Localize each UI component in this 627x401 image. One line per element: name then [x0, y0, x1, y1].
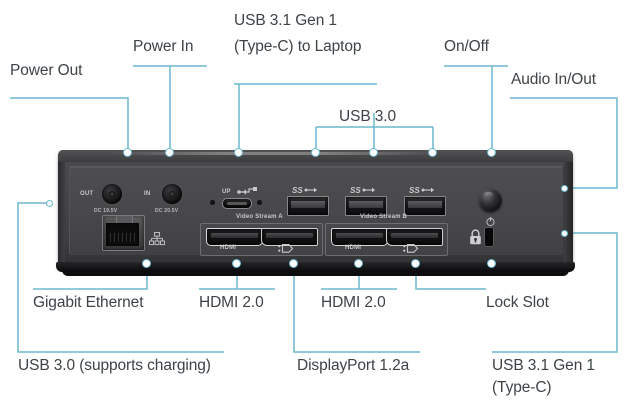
- callout-dot-on-off[interactable]: [487, 148, 496, 157]
- hdmi-a-label: HDMI: [220, 245, 237, 251]
- callout-dot-usb31-typec-laptop[interactable]: [234, 148, 243, 157]
- callout-label-lock-slot: Lock Slot: [486, 294, 549, 311]
- usb-3-0-port-1[interactable]: [287, 196, 329, 216]
- usb-3-0-port-2[interactable]: [345, 196, 387, 216]
- callout-dot-hdmi-a[interactable]: [232, 259, 241, 268]
- dock-base: [56, 262, 575, 272]
- power-in-spec: DC 20.5V: [155, 208, 179, 214]
- usb-ss-icon-1: SS: [292, 186, 317, 195]
- callout-label-power-in: Power In: [133, 38, 194, 55]
- usb-c-upstream-port[interactable]: [222, 198, 252, 209]
- dock-left-edge: [58, 160, 65, 264]
- video-stream-b-group: [325, 223, 448, 256]
- displayport-icon-a: [278, 244, 294, 253]
- lock-icon: [470, 229, 481, 245]
- power-symbol-icon: [486, 217, 495, 227]
- screw-hole-right: [257, 200, 262, 205]
- callout-label-usb31-typec-laptop-line1: USB 3.1 Gen 1: [234, 12, 337, 29]
- svg-text:SS: SS: [350, 186, 361, 195]
- dock-top-highlight: [108, 152, 438, 155]
- callout-label-usb31-typec-laptop-line2: (Type-C) to Laptop: [234, 38, 362, 55]
- power-out-label: OUT: [80, 191, 94, 197]
- callout-label-usb31-typec-line2: (Type-C): [492, 379, 552, 396]
- power-out-spec: DC 19.5V: [94, 208, 118, 214]
- network-icon: [149, 232, 165, 246]
- security-lock-slot[interactable]: [485, 228, 493, 246]
- callout-dot-usb30-charging[interactable]: [46, 200, 53, 207]
- usb-3-0-port-3[interactable]: [404, 196, 446, 216]
- usb-upstream-icon: [237, 187, 257, 195]
- power-in-jack[interactable]: [162, 184, 182, 204]
- usb-ss-icon-3: SS: [409, 186, 434, 195]
- displayport-icon-b: [403, 244, 419, 253]
- video-stream-b-label: Video Stream B: [360, 214, 408, 220]
- callout-label-hdmi-b: HDMI 2.0: [321, 294, 386, 311]
- dock-foot: [62, 270, 569, 276]
- docking-station-body: OUT DC 19.5V IN DC 20.5V UP SS: [56, 150, 575, 276]
- hdmi-2-0-port-a[interactable]: [206, 228, 263, 246]
- screw-hole-left: [210, 200, 215, 205]
- callout-label-power-out: Power Out: [10, 62, 83, 79]
- callout-label-hdmi-a: HDMI 2.0: [199, 294, 264, 311]
- usb-ss-icon-2: SS: [350, 186, 375, 195]
- dock-right-edge: [564, 160, 573, 264]
- hdmi-2-0-port-b[interactable]: [331, 228, 388, 246]
- callout-dot-usb31-typec-side[interactable]: [561, 230, 568, 237]
- power-button[interactable]: [479, 189, 502, 212]
- callout-dot-lock-slot[interactable]: [411, 259, 420, 268]
- callout-dot-usb31-typec-right[interactable]: [487, 259, 496, 268]
- callout-label-usb30-charging: USB 3.0 (supports charging): [18, 357, 211, 374]
- power-out-jack[interactable]: [100, 184, 124, 204]
- callout-label-gigabit-ethernet: Gigabit Ethernet: [33, 294, 144, 311]
- power-in-label: IN: [144, 191, 151, 197]
- video-stream-a-group: [200, 223, 323, 256]
- callout-label-audio-in-out: Audio In/Out: [511, 71, 596, 88]
- callout-dot-audio-in-out[interactable]: [561, 185, 568, 192]
- svg-text:SS: SS: [292, 186, 303, 195]
- callout-label-usb30: USB 3.0: [339, 108, 397, 125]
- callout-dot-displayport[interactable]: [289, 259, 298, 268]
- callout-label-on-off: On/Off: [444, 38, 489, 55]
- video-stream-a-label: Video Stream A: [236, 214, 283, 220]
- callout-dot-gigabit-ethernet[interactable]: [142, 259, 151, 268]
- callout-dot-hdmi-b[interactable]: [354, 259, 363, 268]
- upstream-label: UP: [222, 189, 231, 195]
- svg-text:SS: SS: [409, 186, 420, 195]
- callout-label-displayport: DisplayPort 1.2a: [297, 357, 410, 374]
- dock-port-panel: OUT DC 19.5V IN DC 20.5V UP SS: [69, 166, 564, 256]
- callout-dot-power-out[interactable]: [123, 148, 132, 157]
- callout-label-usb31-typec-line1: USB 3.1 Gen 1: [492, 357, 595, 374]
- callout-dot-usb30-3[interactable]: [428, 148, 437, 157]
- hdmi-b-label: HDMI: [345, 245, 362, 251]
- callout-dot-power-in[interactable]: [165, 148, 174, 157]
- gigabit-ethernet-port[interactable]: [102, 215, 145, 251]
- callout-dot-usb30-2[interactable]: [369, 148, 378, 157]
- callout-dot-usb30-1[interactable]: [311, 148, 320, 157]
